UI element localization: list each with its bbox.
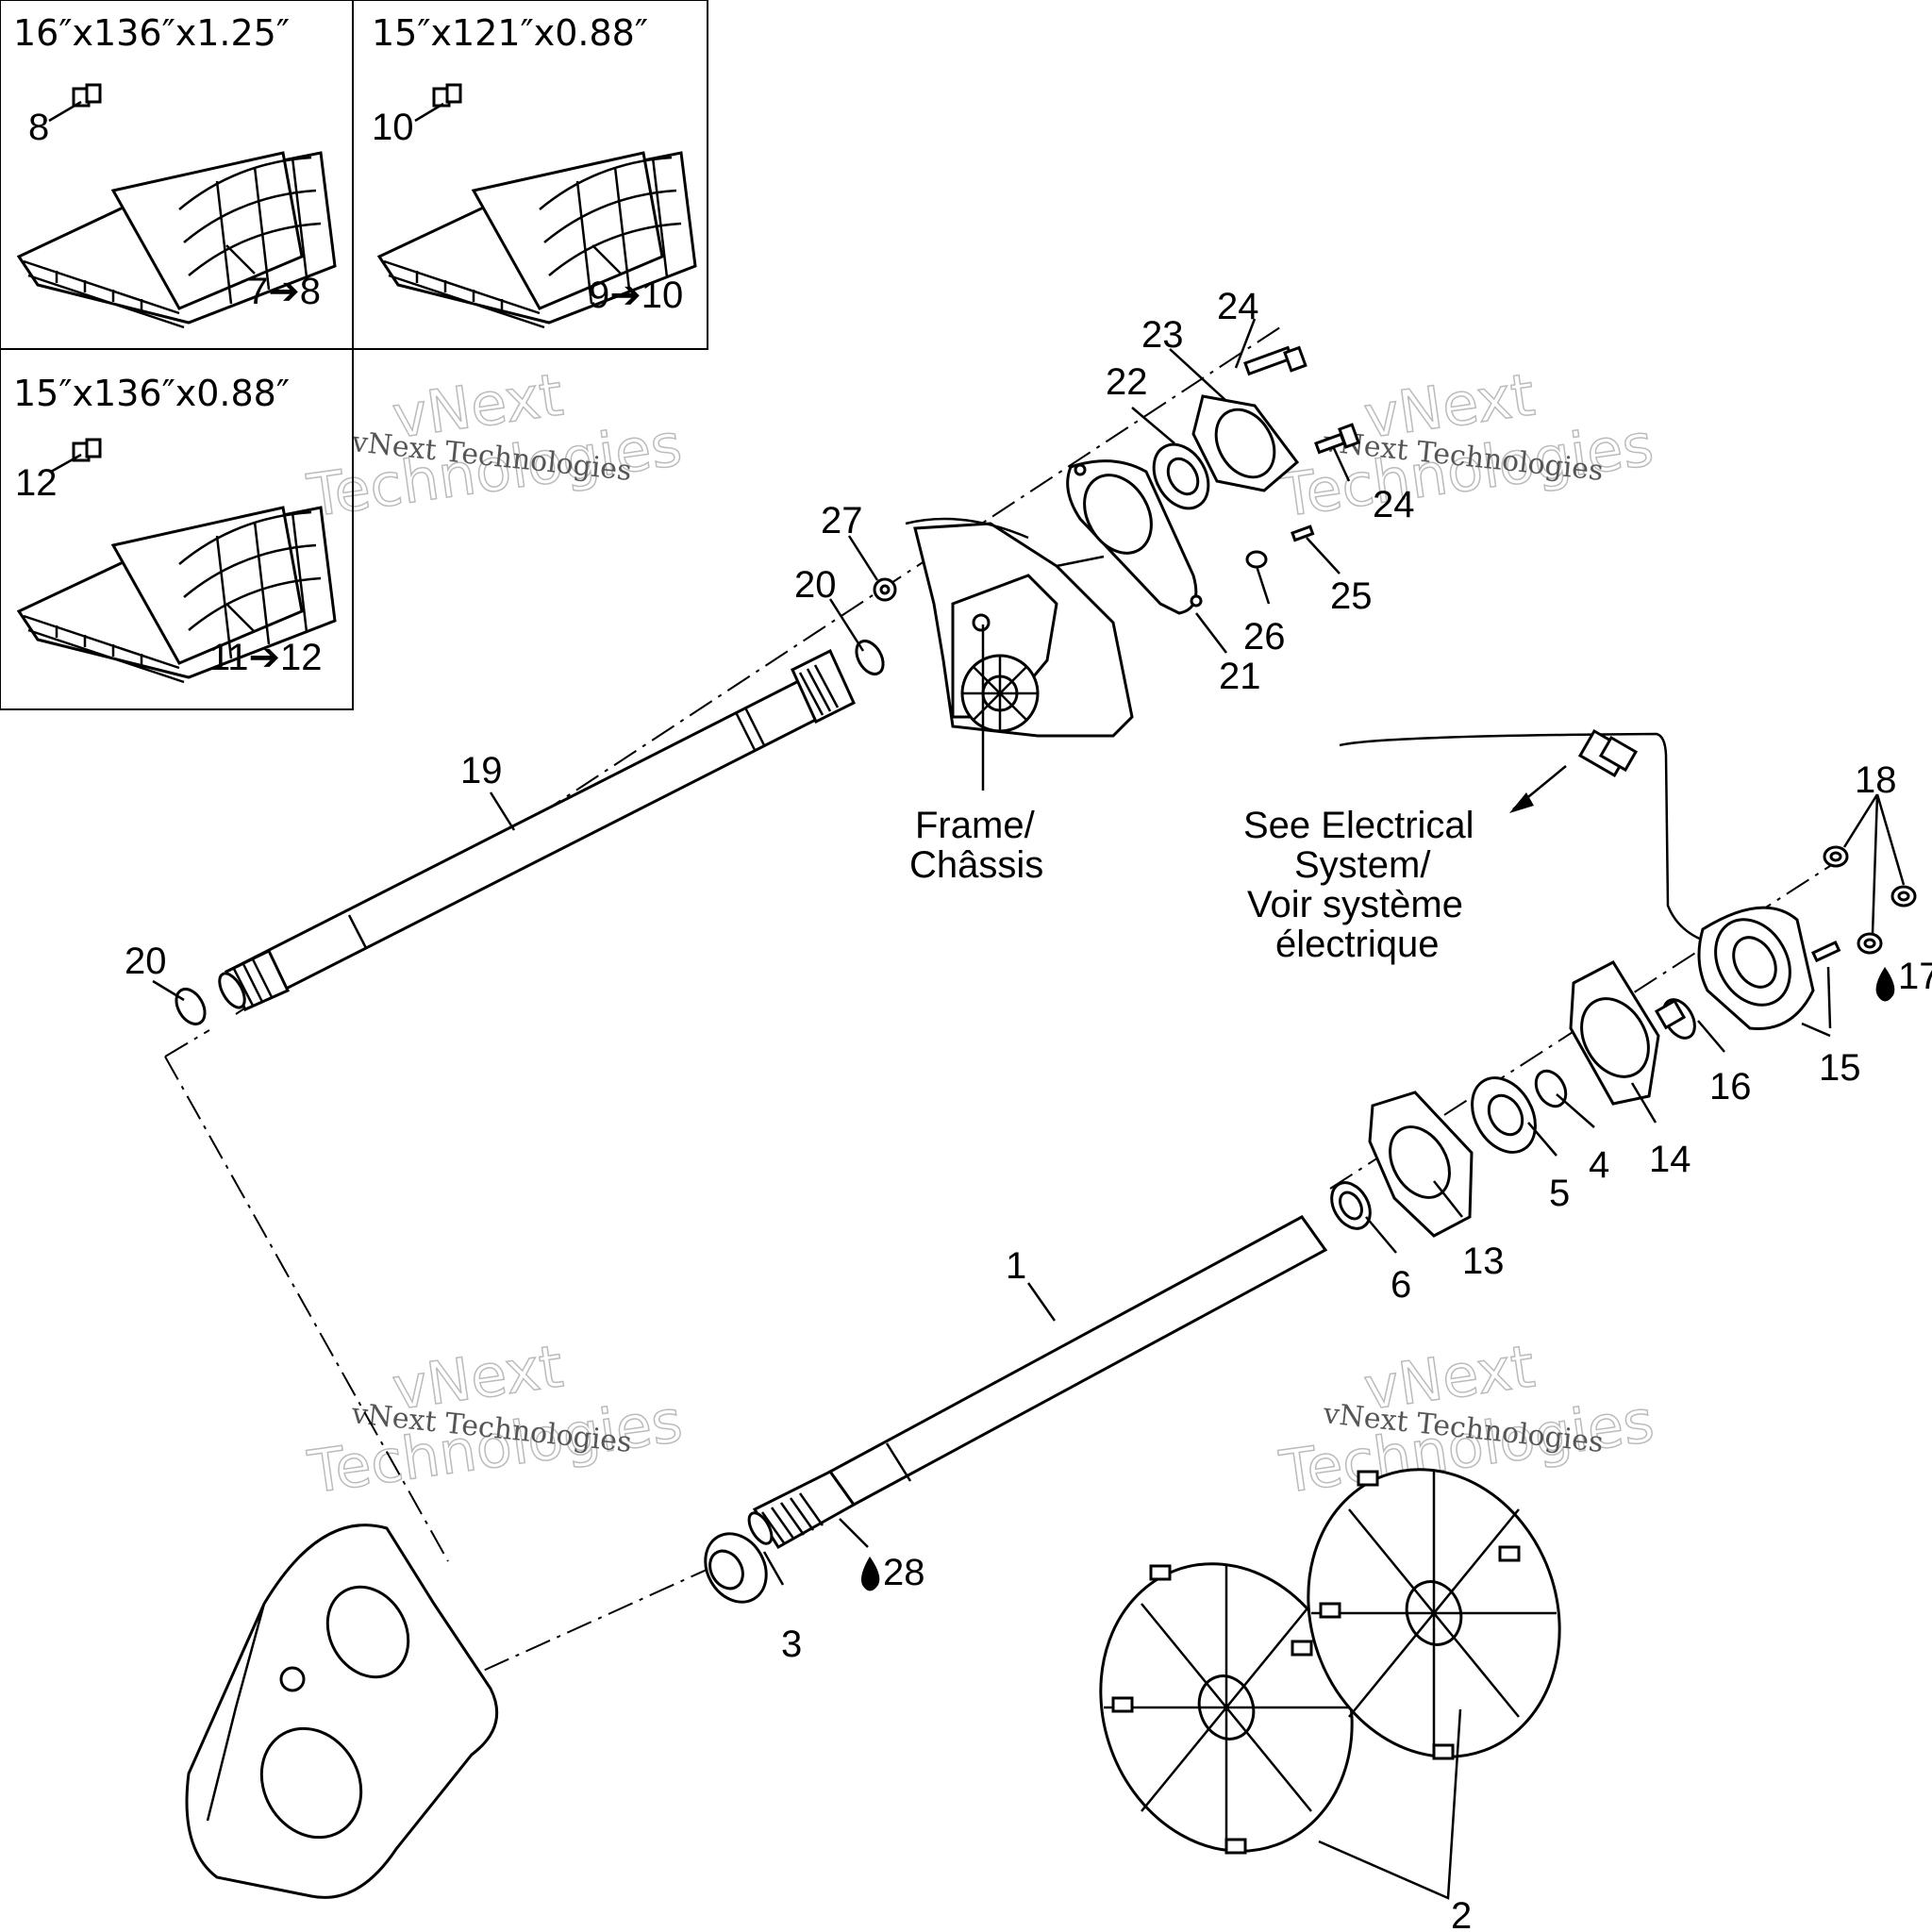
callout-24-b: 24 [1373, 484, 1415, 525]
frame-drawing [905, 517, 1134, 738]
part-14-flange [1569, 960, 1660, 1106]
callout-clip: 10 [372, 107, 414, 148]
part-26-washer [1245, 550, 1268, 569]
electrical-arrowhead [1509, 792, 1534, 813]
callout-23: 23 [1141, 314, 1184, 356]
callout-22: 22 [1106, 361, 1148, 403]
callout-21: 21 [1219, 656, 1261, 697]
callout-15-leaders [1801, 966, 1832, 1038]
callout-5: 5 [1549, 1173, 1570, 1214]
electrical-note-line1: See Electrical [1243, 805, 1474, 846]
part-15-stud [1811, 941, 1841, 963]
grease-drop-icon [861, 1557, 880, 1591]
part-6-seal [1330, 1181, 1372, 1230]
part-18-nut-b [1890, 885, 1917, 908]
callout-track: 7➔8 [247, 271, 321, 312]
part-27-nut [873, 577, 897, 602]
callout-clip: 8 [28, 107, 49, 148]
electrical-note-line4: électrique [1275, 924, 1439, 965]
callout-25: 25 [1330, 575, 1373, 617]
track-size-label: 15″x121″x0.88″ [372, 12, 648, 54]
callout-17: 17 [1898, 956, 1932, 997]
callout-13: 13 [1462, 1241, 1505, 1282]
part-19-shaft [218, 648, 856, 1012]
part-24-bolt-b [1314, 423, 1360, 455]
track-inset-2: 15″x121″x0.88″ 10 9➔10 [352, 0, 708, 350]
part-25-screw [1291, 525, 1315, 542]
callout-14: 14 [1649, 1139, 1691, 1180]
part-18-nut-a [1823, 845, 1849, 868]
callout-28: 28 [883, 1552, 925, 1593]
part-24-bolt [1243, 345, 1307, 376]
electrical-note: See Electrical System/ Voir système élec… [1243, 805, 1474, 965]
inset-frame [0, 348, 354, 710]
part-21-bearing-plate [1066, 459, 1203, 615]
frame-note-line1: Frame/ [915, 805, 1036, 846]
frame-note-line2: Châssis [909, 844, 1043, 886]
callout-6: 6 [1391, 1264, 1411, 1306]
centerline-upper [235, 325, 1284, 1015]
part-2-sprocket-front [1099, 1562, 1354, 1855]
track-inset-3: 15″x136″x0.88″ 12 11➔12 [0, 348, 354, 710]
centerline-lower-left [442, 1556, 737, 1690]
chaincase-housing [185, 1524, 499, 1899]
centerline-left [164, 1056, 449, 1562]
callout-2: 2 [1451, 1895, 1472, 1932]
grease-drop-icon [1875, 967, 1895, 1002]
part-22-bearing [1152, 442, 1210, 510]
callout-track: 9➔10 [589, 275, 683, 316]
speed-sensor-harness [1339, 728, 1713, 945]
part-3-seal [704, 1532, 768, 1604]
callout-clip: 12 [15, 462, 58, 504]
part-4-circlip [1534, 1069, 1568, 1108]
part-16-sensor-gear [1654, 998, 1696, 1040]
electrical-note-line2: System/ [1294, 844, 1431, 886]
callout-track: 11➔12 [209, 637, 323, 678]
callout-16: 16 [1709, 1066, 1752, 1108]
part-2-sprocket-rear [1307, 1468, 1561, 1760]
centerline-left-top [164, 1029, 210, 1058]
frame-note: Frame/ Châssis [909, 805, 1043, 886]
track-size-label: 15″x136″x0.88″ [13, 373, 290, 414]
callout-26: 26 [1243, 616, 1286, 658]
callout-3: 3 [781, 1624, 802, 1665]
track-size-label: 16″x136″x1.25″ [13, 12, 290, 54]
callout-1: 1 [1006, 1245, 1026, 1287]
part-1-drive-axle [747, 1215, 1328, 1550]
part-20-oring-lower [175, 988, 207, 1025]
callout-27: 27 [821, 500, 863, 541]
callout-4: 4 [1589, 1144, 1609, 1186]
part-5-bearing [1471, 1076, 1537, 1154]
track-inset-1: 16″x136″x1.25″ 8 7➔8 [0, 0, 354, 350]
callout-19: 19 [460, 750, 503, 791]
part-13-bearing-plate [1368, 1091, 1474, 1238]
part-15-sensor-housing [1697, 906, 1815, 1030]
callout-leaders [152, 318, 1725, 1586]
inset-frame [352, 0, 708, 350]
electrical-note-line3: Voir système [1247, 884, 1463, 925]
callout-20-b: 20 [125, 941, 167, 982]
part-23-flange [1191, 394, 1300, 492]
callout-24: 24 [1217, 286, 1259, 327]
callout-18: 18 [1855, 759, 1897, 801]
callout-20: 20 [794, 564, 837, 606]
callout-2-leaders [1318, 1708, 1462, 1900]
part-18-nut-c [1857, 932, 1883, 955]
callout-18-leaders [1842, 793, 1906, 935]
callout-15: 15 [1819, 1047, 1861, 1089]
